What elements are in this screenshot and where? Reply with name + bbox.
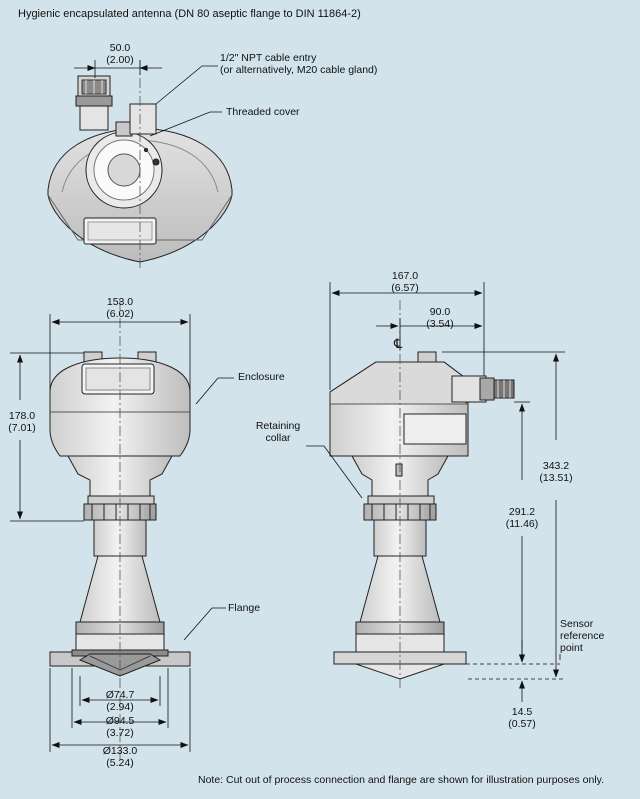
dim-dia-mid: Ø94.5 (3.72) [105, 715, 135, 739]
dim-top-width: 50.0 (2.00) [106, 42, 134, 66]
label-sensor-reference: Sensor reference point [560, 618, 605, 654]
front-view-collar [87, 495, 155, 505]
top-view [47, 60, 233, 270]
drawing-title: Hygienic encapsulated antenna (DN 80 ase… [18, 8, 361, 20]
top-width-dimension [74, 60, 222, 137]
side-view [329, 300, 515, 690]
front-view [49, 300, 191, 760]
footnote: Note: Cut out of process connection and … [198, 774, 605, 786]
front-dimensions [10, 314, 234, 752]
dim-side-width: 167.0 (6.57) [391, 270, 419, 294]
centerline-symbol: ℄ [394, 336, 403, 351]
dim-side-offset: 90.0 (3.54) [426, 306, 454, 330]
dim-ref-height: 291.2 (11.46) [505, 506, 539, 530]
dim-front-width: 153.0 (6.02) [106, 296, 134, 320]
side-dimensions [306, 282, 565, 702]
label-threaded-cover: Threaded cover [226, 106, 300, 118]
dim-dia-outer: Ø133.0 (5.24) [102, 745, 138, 769]
top-view-cable-gland [75, 95, 113, 107]
dim-front-height: 178.0 (7.01) [8, 410, 36, 434]
label-retaining-collar: Retaining collar [255, 420, 301, 444]
dim-total-height: 343.2 (13.51) [539, 460, 573, 484]
dim-dia-inner: Ø74.7 (2.94) [105, 689, 135, 713]
label-cable-entry: 1/2" NPT cable entry (or alternatively, … [220, 52, 378, 76]
dim-tip-length: 14.5 (0.57) [508, 706, 536, 730]
label-flange: Flange [228, 602, 261, 614]
label-enclosure: Enclosure [238, 371, 285, 383]
